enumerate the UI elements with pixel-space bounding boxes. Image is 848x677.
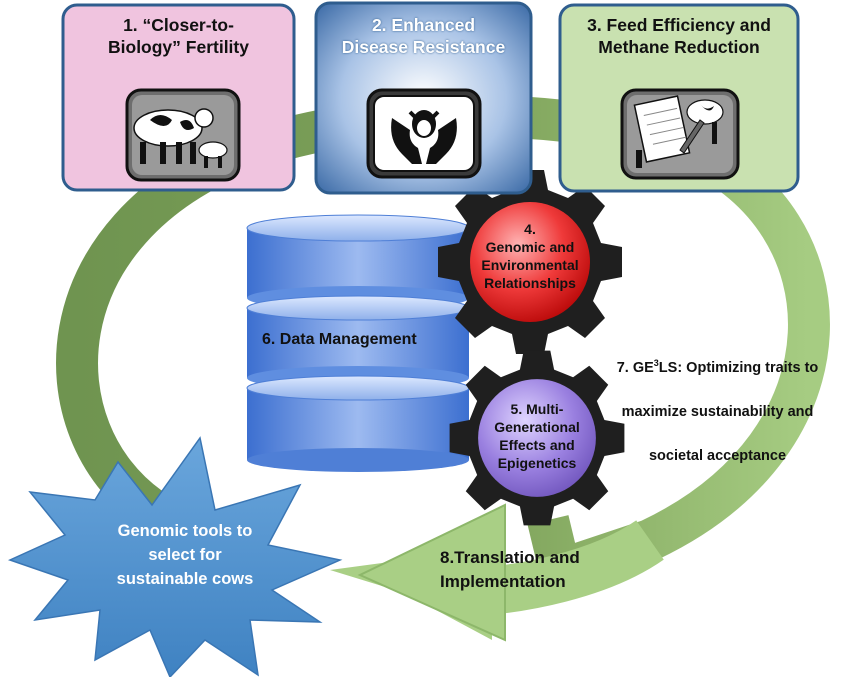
hands-cow-icon — [366, 88, 482, 179]
item-7-prefix: 7. GE — [616, 359, 654, 376]
item-7-superscript: 3 — [653, 358, 659, 368]
box-2-title: 2. Enhanced Disease Resistance — [341, 15, 506, 57]
gear-5-label: 5. Multi- Generational Effects and Epige… — [494, 401, 580, 471]
notepad-cow-icon — [620, 88, 740, 180]
box-3-title: 3. Feed Efficiency and Methane Reduction — [587, 15, 771, 57]
starburst-label: Genomic tools to select for sustainable … — [116, 522, 254, 588]
gear-4 — [438, 170, 622, 354]
item-7-label: 7. GE3LS: Optimizing traits to maximize … — [590, 330, 845, 467]
gear-5 — [449, 350, 625, 526]
item-7-line-3: societal acceptance — [648, 447, 787, 464]
item-7-line-2: maximize sustainability and — [621, 403, 814, 420]
box-1-title: 1. “Closer-to- Biology” Fertility — [108, 15, 249, 57]
gear-4-label: 4. Genomic and Environmental Relationshi… — [481, 221, 579, 291]
item-8-label: 8.Translation and Implementation — [440, 548, 580, 591]
data-management-label: 6. Data Management — [262, 331, 417, 348]
starburst-shape — [7, 436, 343, 677]
database-cylinder — [246, 214, 470, 472]
cows-icon — [125, 88, 241, 182]
item-7-suffix: LS: Optimizing traits to — [658, 359, 819, 376]
